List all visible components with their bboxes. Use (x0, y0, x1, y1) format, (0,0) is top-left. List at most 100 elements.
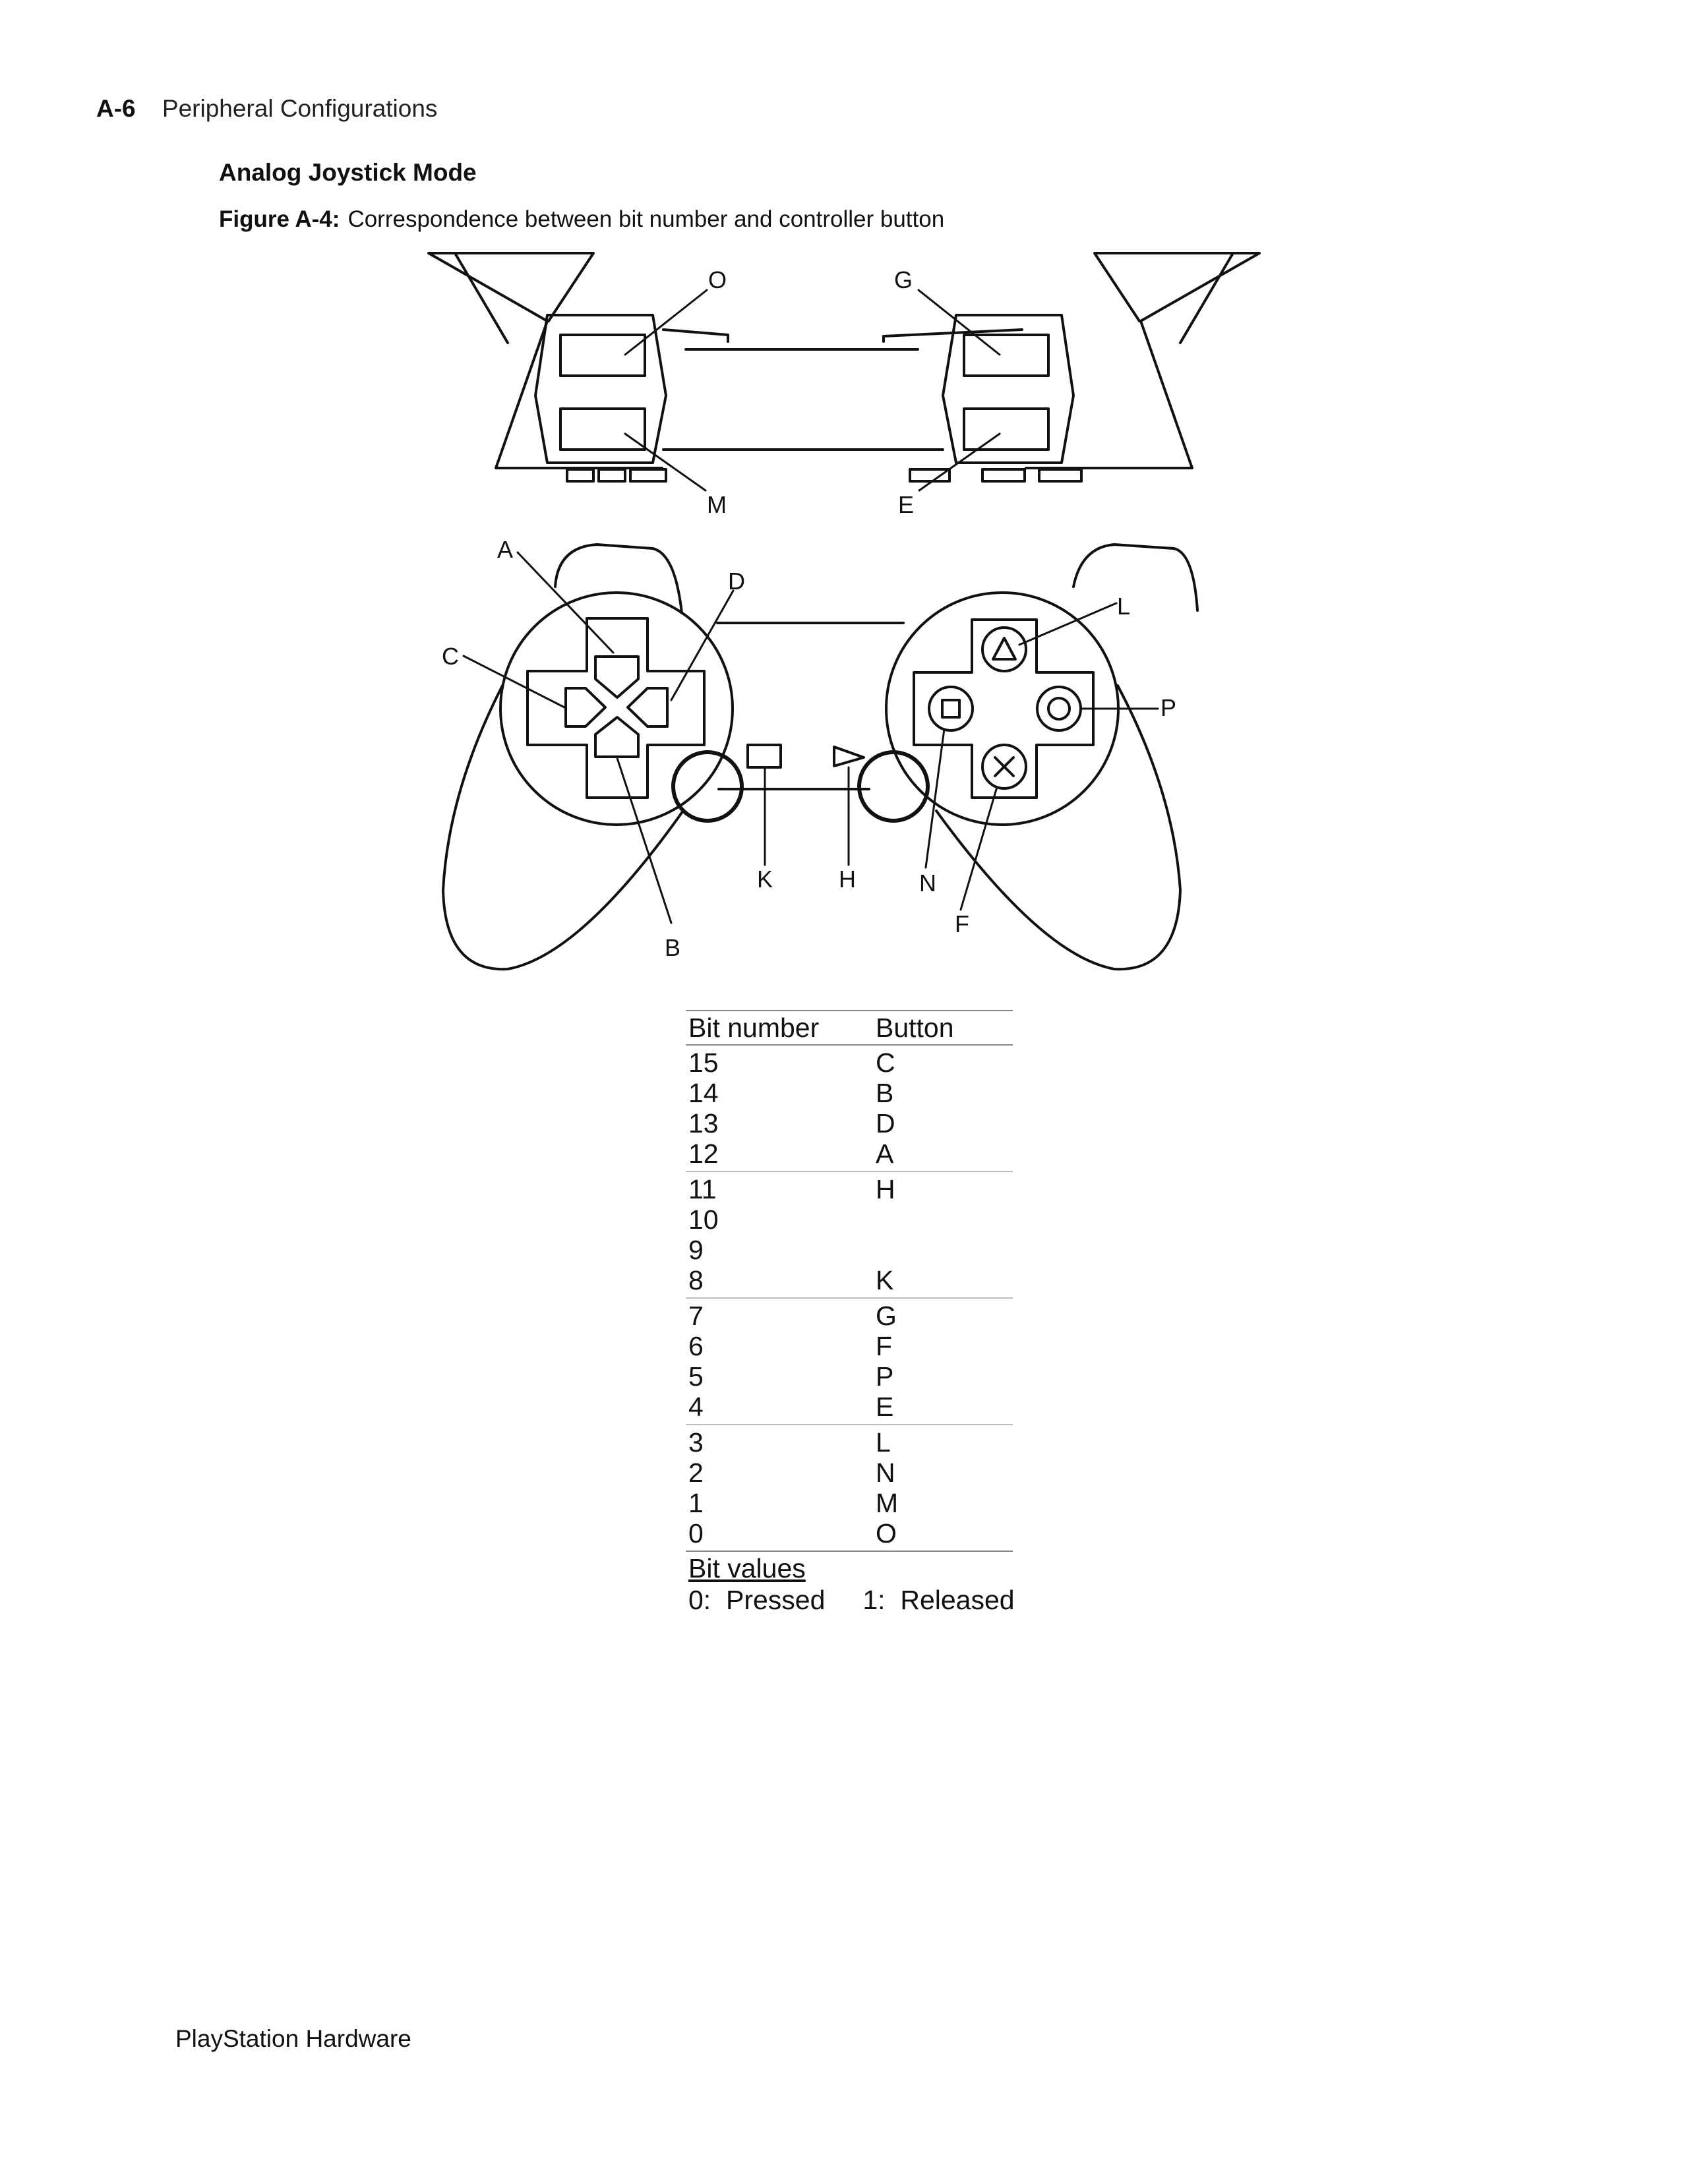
bit-cell: 8 (688, 1265, 704, 1295)
button-cell: L (876, 1427, 891, 1458)
top-right-wing-ridge (1093, 252, 1261, 322)
button-cell (876, 1204, 1013, 1235)
right-shoulder-housing (942, 314, 1075, 464)
callout-h: H (839, 866, 856, 893)
leader-a (516, 551, 615, 654)
left-shoulder-housing (534, 314, 667, 464)
leader-o (624, 289, 708, 356)
top-right-tab-2 (981, 468, 1026, 483)
cross-symbol (994, 756, 1015, 777)
button-cell: F (876, 1331, 893, 1361)
top-left-wing-inner (454, 252, 509, 344)
left-analog-stick (671, 750, 744, 823)
button-cell: B (876, 1078, 894, 1108)
square-symbol (941, 699, 961, 719)
dpad-left (564, 687, 607, 728)
bit-cell: 14 (688, 1078, 719, 1108)
top-left-tab-2 (597, 468, 626, 483)
button-cell: E (876, 1392, 894, 1422)
table-row: 9 (686, 1235, 1013, 1265)
r1-button (963, 407, 1050, 451)
leader-f (959, 786, 998, 911)
page-footer: PlayStation Hardware (175, 2025, 411, 2052)
r2-button (963, 334, 1050, 377)
leader-l (1018, 602, 1118, 646)
select-button (746, 744, 782, 769)
top-left-tab-3 (629, 468, 667, 483)
button-cell: D (876, 1108, 895, 1138)
button-cell: A (876, 1138, 894, 1169)
bit-value-released: 1: Released (862, 1585, 1015, 1615)
face-button-housing (913, 618, 1095, 799)
bit-value-pressed: 0: Pressed (688, 1585, 826, 1615)
bit-cell: 15 (688, 1048, 719, 1078)
leader-d (670, 589, 735, 701)
bit-cell: 7 (688, 1301, 704, 1331)
header-button: Button (876, 1013, 954, 1043)
dpad-right (626, 687, 669, 728)
top-left-tab-1 (566, 468, 595, 483)
bit-cell: 1 (688, 1488, 704, 1518)
button-cell: K (876, 1265, 894, 1295)
callout-c: C (442, 643, 459, 670)
top-right-slope (882, 328, 1023, 343)
controller-front-view (442, 543, 1199, 971)
circle-symbol (1047, 697, 1071, 721)
callout-g: G (894, 266, 913, 293)
bit-cell: 13 (688, 1108, 719, 1138)
table-row: 14 B (686, 1078, 1013, 1108)
section-heading: Analog Joystick Mode (219, 159, 477, 186)
right-handle (935, 684, 1182, 971)
button-cell: O (876, 1518, 897, 1549)
left-handle (442, 684, 684, 971)
callout-k: K (757, 866, 773, 893)
triangle-button (981, 626, 1027, 672)
leader-b (616, 757, 673, 924)
l1-button (559, 407, 646, 451)
leader-m (624, 432, 707, 492)
top-left-wing-outer (495, 320, 663, 469)
leader-c (462, 655, 566, 709)
controller-top-view (427, 252, 1261, 483)
bit-values-line: 0: Pressed 1: Released (686, 1585, 1015, 1618)
callout-o: O (708, 266, 727, 293)
bit-values-legend: Bit values 0: Pressed 1: Released (686, 1550, 1015, 1618)
button-cell (876, 1235, 1013, 1265)
callout-f: F (955, 910, 969, 937)
bit-cell: 6 (688, 1331, 704, 1361)
bit-cell: 9 (688, 1235, 704, 1265)
top-right-tab-1 (909, 468, 951, 483)
bit-values-title: Bit values (688, 1553, 806, 1583)
top-right-wing-outer (1025, 320, 1193, 469)
right-analog-stick (857, 750, 930, 823)
left-grip-circle (499, 591, 734, 826)
controller-diagram: O G M E A D C L P K H N F B (427, 252, 1261, 971)
dpad-housing (526, 617, 706, 799)
figure-caption: Figure A-4:Correspondence between bit nu… (219, 208, 944, 231)
leader-g (917, 289, 1001, 356)
square-button (928, 686, 974, 732)
callout-e: E (898, 491, 914, 518)
callout-l: L (1117, 593, 1130, 620)
l2-button (559, 334, 646, 377)
leader-e (918, 432, 1001, 492)
callout-p: P (1160, 694, 1176, 721)
top-right-wing-inner (1179, 252, 1234, 344)
bit-cell: 3 (688, 1427, 704, 1458)
callout-d: D (728, 568, 745, 595)
top-left-wing-ridge (427, 252, 595, 322)
bit-cell: 4 (688, 1392, 704, 1422)
